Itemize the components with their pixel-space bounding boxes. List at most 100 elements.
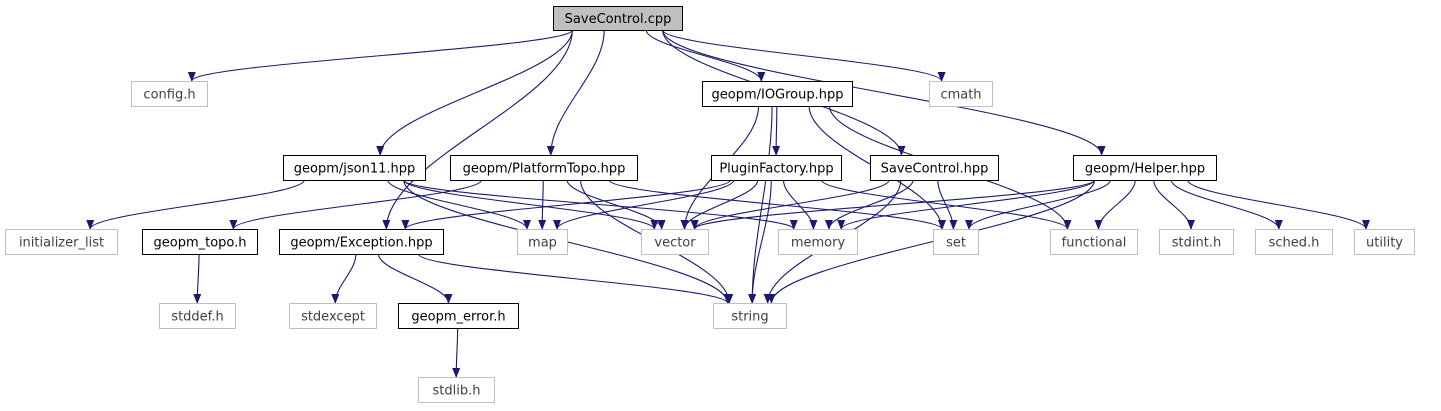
node-box [1159,229,1234,255]
edge-helper_hpp-to-functional [1094,179,1136,230]
node-stddef-h[interactable]: stddef.h [159,303,236,329]
node-json11-hpp[interactable]: geopm/json11.hpp [283,155,426,181]
edge-json11_hpp-to-initializer_list [86,179,305,230]
edge-platformtopo_hpp-to-map [538,179,547,230]
node-helper-hpp[interactable]: geopm/Helper.hpp [1073,155,1217,181]
node-box [713,303,787,329]
node-iogroup-hpp[interactable]: geopm/IOGroup.hpp [702,81,853,107]
node-label: geopm/Exception.hpp [290,236,432,251]
node-label: PluginFactory.hpp [719,162,833,177]
node-config-h[interactable]: config.h [131,81,208,107]
node-box [159,303,236,329]
node-stdexcept[interactable]: stdexcept [289,303,377,329]
edge-savecontrol_cpp-to-json11_hpp [376,29,573,156]
edge-exception_hpp-to-string [417,253,732,304]
edge-pluginfactory_hpp-to-memory [782,179,818,230]
edge-json11_hpp-to-vector [403,179,659,230]
edge-pluginfactory_hpp-to-exception_hpp [401,179,732,230]
node-label: sched.h [1269,236,1320,251]
edge-savecontrol_cpp-to-cmath [662,29,946,82]
node-box [283,155,426,181]
node-label: geopm/PlatformTopo.hpp [463,162,626,177]
edge-helper_hpp-to-vector [690,179,1095,230]
node-pluginfactory-hpp[interactable]: PluginFactory.hpp [711,155,842,181]
node-string[interactable]: string [713,303,787,329]
node-box [933,229,979,255]
edge-savecontrol_hpp-to-memory [825,179,914,230]
node-box [553,6,683,31]
node-label: cmath [940,88,981,103]
edge-savecontrol_cpp-to-iogroup_hpp [645,29,766,82]
edge-savecontrol_hpp-to-vector [690,179,890,230]
node-label: set [946,236,966,251]
edge-exception_hpp-to-geopm_error_h [377,253,453,304]
node-label: utility [1366,236,1403,251]
edge-pluginfactory_hpp-to-functional [820,179,1072,230]
node-label: vector [654,236,696,251]
node-box [289,303,377,329]
node-platformtopo-hpp[interactable]: geopm/PlatformTopo.hpp [450,155,638,181]
node-exception-hpp[interactable]: geopm/Exception.hpp [279,229,444,255]
node-map[interactable]: map [517,229,568,255]
node-label: stdint.h [1172,236,1221,251]
edge-helper_hpp-to-memory [837,179,1095,230]
edge-savecontrol_hpp-to-set [937,179,958,230]
node-box [142,229,258,255]
edge-savecontrol_cpp-to-helper_hpp [662,29,1106,156]
node-utility[interactable]: utility [1354,229,1415,255]
edge-geopm_topo_h-to-stddef_h [193,253,202,304]
edge-iogroup_hpp-to-pluginfactory_hpp [772,105,781,156]
edge-savecontrol_cpp-to-platformtopo_hpp [546,29,605,156]
node-label: geopm/json11.hpp [294,162,416,177]
node-label: memory [791,236,846,251]
node-label: SaveControl.cpp [565,12,672,27]
node-set[interactable]: set [933,229,979,255]
node-box [1354,229,1415,255]
node-label: geopm_error.h [411,310,505,325]
node-geopm-error-h[interactable]: geopm_error.h [398,303,519,329]
node-vector[interactable]: vector [641,229,709,255]
node-label: stddef.h [171,310,223,325]
node-box [5,229,118,255]
node-savecontrol-cpp[interactable]: SaveControl.cpp [553,6,683,31]
node-functional[interactable]: functional [1050,229,1138,255]
node-label: geopm/Helper.hpp [1085,162,1205,177]
node-box [1050,229,1138,255]
node-label: geopm_topo.h [153,236,246,251]
node-box [131,81,208,107]
node-memory[interactable]: memory [778,229,858,255]
node-initializer-list[interactable]: initializer_list [5,229,118,255]
node-layer: SaveControl.cpp config.h geopm/IOGroup.hpp… [5,6,1415,403]
node-box [398,303,519,329]
node-label: string [731,310,768,325]
node-cmath[interactable]: cmath [929,81,993,107]
node-sched-h[interactable]: sched.h [1255,229,1333,255]
edge-savecontrol_cpp-to-exception_hpp [382,29,573,230]
edge-platformtopo_hpp-to-set [608,179,946,230]
node-label: map [528,236,557,251]
node-box [279,229,444,255]
node-label: functional [1062,236,1127,251]
edge-helper_hpp-to-set [965,179,1112,230]
edge-helper_hpp-to-utility [1187,179,1370,230]
node-savecontrol-hpp[interactable]: SaveControl.hpp [870,155,999,181]
edge-geopm_error_h-to-stdlib_h [452,327,461,378]
node-box [778,229,858,255]
node-box [418,377,495,403]
node-label: config.h [143,88,195,103]
node-box [929,81,993,107]
node-label: geopm/IOGroup.hpp [711,88,843,103]
edge-helper_hpp-to-sched_h [1170,179,1283,230]
edge-exception_hpp-to-stdexcept [331,253,357,304]
edge-pluginfactory_hpp-to-map [553,179,735,230]
node-box [641,229,709,255]
node-stdint-h[interactable]: stdint.h [1159,229,1234,255]
node-geopm-topo-h[interactable]: geopm_topo.h [142,229,258,255]
edge-iogroup_hpp-to-string [748,105,773,304]
node-box [702,81,853,107]
node-label: stdexcept [301,310,365,325]
node-box [517,229,568,255]
node-label: stdlib.h [433,384,481,399]
node-stdlib-h[interactable]: stdlib.h [418,377,495,403]
